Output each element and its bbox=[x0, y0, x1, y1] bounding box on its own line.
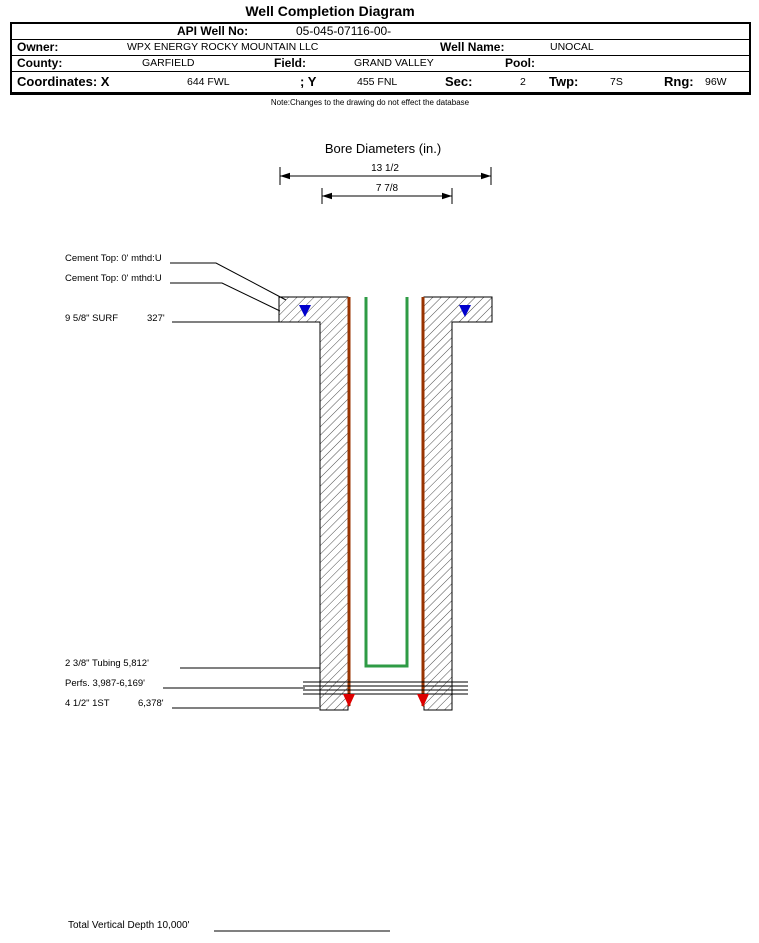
well-info-table: API Well No: 05-045-07116-00- Owner: WPX… bbox=[10, 22, 751, 95]
well-name-label: Well Name: bbox=[440, 40, 505, 54]
cement-top-marker-right bbox=[459, 305, 471, 317]
surface-casing-label: 9 5/8" SURF bbox=[65, 313, 118, 324]
arrowhead-right-icon bbox=[481, 172, 491, 180]
field-label: Field: bbox=[274, 56, 306, 70]
arrowhead-left-icon bbox=[280, 172, 290, 180]
well-name-value: UNOCAL bbox=[550, 41, 594, 53]
arrowhead-left-icon bbox=[322, 192, 332, 200]
borehole-wall-left bbox=[278, 296, 349, 711]
annotations: Cement Top: 0' mthd:U Cement Top: 0' mth… bbox=[65, 253, 390, 932]
sec-label: Sec: bbox=[445, 74, 473, 89]
leader-cement-top-1 bbox=[170, 262, 287, 301]
coordinates-y-label: ; Y bbox=[300, 74, 317, 89]
perforations-label: Perfs. 3,987-6,169' bbox=[65, 678, 145, 689]
county-row: County: GARFIELD Field: GRAND VALLEY Poo… bbox=[12, 55, 749, 71]
perforation-lines bbox=[303, 681, 468, 695]
page-title: Well Completion Diagram bbox=[245, 3, 415, 19]
cement-top-label-1: Cement Top: 0' mthd:U bbox=[65, 253, 162, 264]
coordinates-label: Coordinates: X bbox=[17, 74, 110, 89]
borehole-wall-right bbox=[423, 296, 493, 711]
sec-value: 2 bbox=[520, 76, 526, 88]
bore-diameters-title: Bore Diameters (in.) bbox=[325, 141, 441, 156]
inner-bore-dimension: 7 7/8 bbox=[321, 183, 453, 204]
coordinates-x-value: 644 FWL bbox=[187, 76, 230, 88]
casing-shoe-right bbox=[417, 694, 429, 707]
rng-label: Rng: bbox=[664, 74, 694, 89]
production-casing-label: 4 1/2" 1ST bbox=[65, 698, 110, 709]
twp-label: Twp: bbox=[549, 74, 579, 89]
cement-top-marker-left bbox=[299, 305, 311, 317]
pool-label: Pool: bbox=[505, 56, 535, 70]
inner-bore-dimension-label: 7 7/8 bbox=[376, 183, 399, 194]
leader-cement-top-2 bbox=[170, 282, 281, 312]
twp-value: 7S bbox=[610, 76, 623, 88]
county-value: GARFIELD bbox=[142, 57, 195, 69]
coordinates-y-value: 455 FNL bbox=[357, 76, 398, 88]
owner-label: Owner: bbox=[17, 40, 59, 54]
api-well-no-value: 05-045-07116-00- bbox=[296, 24, 392, 38]
coordinates-row: Coordinates: X 644 FWL ; Y 455 FNL Sec: … bbox=[12, 71, 749, 92]
total-depth-label: Total Vertical Depth 10,000' bbox=[68, 920, 190, 931]
outer-bore-dimension: 13 1/2 bbox=[279, 163, 492, 185]
outer-bore-dimension-label: 13 1/2 bbox=[371, 163, 399, 174]
rng-value: 96W bbox=[705, 76, 727, 88]
database-note: Note:Changes to the drawing do not effec… bbox=[270, 98, 470, 107]
tubing-string bbox=[364, 297, 409, 668]
api-row: API Well No: 05-045-07116-00- bbox=[12, 24, 749, 39]
tubing-label: 2 3/8" Tubing 5,812' bbox=[65, 658, 149, 669]
surface-casing-depth: 327' bbox=[147, 313, 165, 324]
api-well-no-label: API Well No: bbox=[177, 24, 249, 38]
wellbore bbox=[278, 296, 493, 711]
cement-top-label-2: Cement Top: 0' mthd:U bbox=[65, 273, 162, 284]
county-label: County: bbox=[17, 56, 63, 70]
field-value: GRAND VALLEY bbox=[354, 57, 434, 69]
production-casing-depth: 6,378' bbox=[138, 698, 164, 709]
owner-row: Owner: WPX ENERGY ROCKY MOUNTAIN LLC Wel… bbox=[12, 39, 749, 55]
casing-shoe-left bbox=[343, 694, 355, 707]
arrowhead-right-icon bbox=[442, 192, 452, 200]
owner-value: WPX ENERGY ROCKY MOUNTAIN LLC bbox=[127, 41, 319, 53]
